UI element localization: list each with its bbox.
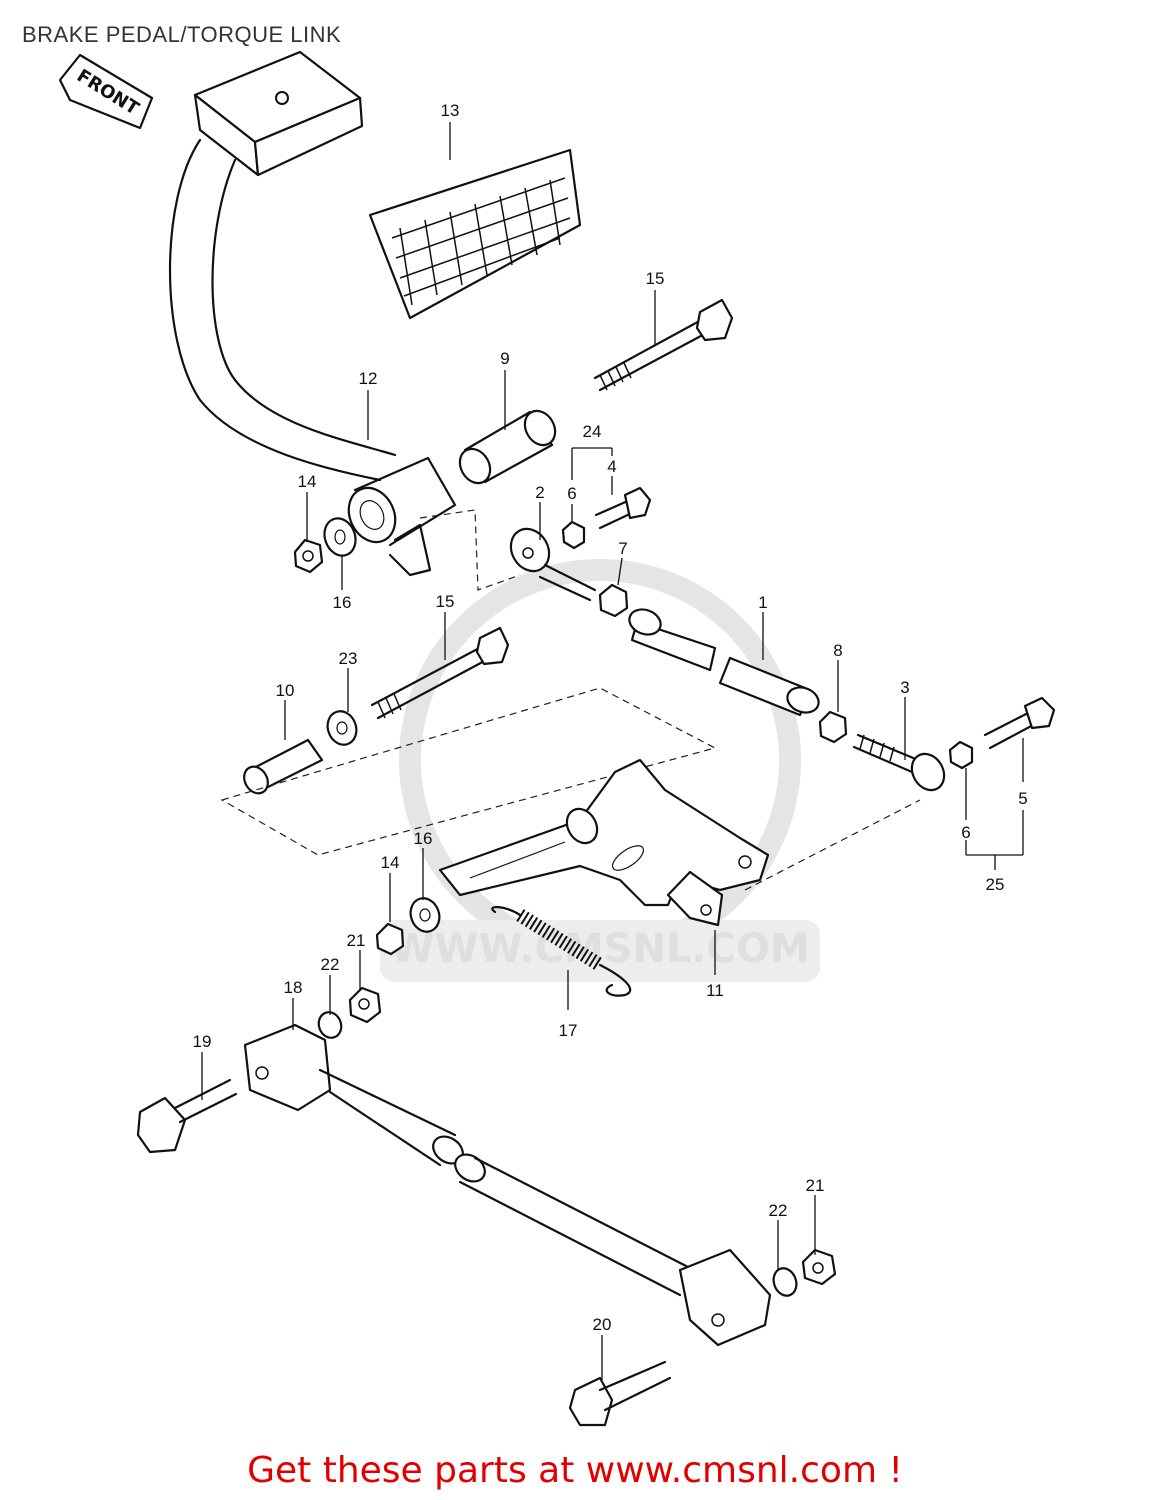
- callout: 25: [986, 875, 1005, 894]
- callout: 8: [833, 641, 842, 660]
- bolt-19: [136, 1078, 238, 1154]
- callout: 22: [321, 955, 340, 974]
- brake-lever-11: [438, 758, 770, 927]
- nut-21-left: [348, 986, 382, 1024]
- callout: 21: [347, 931, 366, 950]
- torque-link-rod: [243, 1023, 772, 1347]
- washer-16-lower: [409, 897, 441, 933]
- nut-8: [818, 710, 848, 744]
- callout: 22: [769, 1201, 788, 1220]
- callout: 16: [414, 829, 433, 848]
- callout: 16: [333, 593, 352, 612]
- pedal-rubber-pad: [368, 148, 582, 320]
- return-spring-17: [491, 906, 632, 997]
- callout: 14: [381, 853, 400, 872]
- nut-14-top: [293, 538, 324, 574]
- callout: 3: [900, 678, 909, 697]
- callout-leaders: [201, 122, 1024, 1380]
- brake-pedal-arm: [169, 50, 457, 577]
- bolt-15-middle: [370, 626, 510, 720]
- callout: 15: [646, 269, 665, 288]
- nut-14-lower: [375, 922, 405, 956]
- callout: 21: [806, 1176, 825, 1195]
- nut-21-right: [801, 1248, 837, 1286]
- washer-16-top: [323, 517, 357, 557]
- callout: 14: [298, 472, 317, 491]
- watermark: WWW.CMSNL.COM: [380, 559, 820, 982]
- bolt-20: [568, 1360, 672, 1427]
- bolt-5: [983, 696, 1056, 750]
- callout: 13: [441, 101, 460, 120]
- callout-labels: 13 15 12 9 24 4 14 2 6 7 16 1 15 23 8 10…: [193, 101, 1028, 1334]
- callout: 19: [193, 1032, 212, 1051]
- callout: 6: [961, 823, 970, 842]
- bolt-4: [594, 486, 652, 530]
- callout: 9: [500, 349, 509, 368]
- callout: 18: [284, 978, 303, 997]
- callout: 5: [1018, 789, 1027, 808]
- callout: 20: [593, 1315, 612, 1334]
- washer-22-right: [772, 1267, 798, 1297]
- callout: 4: [607, 457, 616, 476]
- callout: 6: [567, 484, 576, 503]
- callout: 23: [339, 649, 358, 668]
- callout: 17: [559, 1021, 578, 1040]
- callout: 15: [436, 592, 455, 611]
- washer-22-left: [317, 1011, 343, 1039]
- washer-23: [326, 710, 358, 746]
- collar-9: [458, 409, 557, 485]
- callout: 1: [758, 593, 767, 612]
- diagram-title: BRAKE PEDAL/TORQUE LINK: [22, 22, 342, 47]
- callout: 2: [535, 483, 544, 502]
- nut-6-right: [948, 740, 974, 770]
- nut-7: [598, 583, 629, 618]
- front-arrow-icon: FRONT: [58, 53, 154, 130]
- callout: 12: [359, 369, 378, 388]
- callout: 24: [583, 422, 602, 441]
- bolt-15-top: [593, 298, 734, 392]
- callout: 7: [618, 539, 627, 558]
- collar-10: [243, 738, 324, 795]
- callout: 10: [276, 681, 295, 700]
- adjuster-bolt-3: [852, 733, 946, 792]
- promo-footer-link[interactable]: Get these parts at www.cmsnl.com !: [247, 1450, 903, 1491]
- callout: 11: [706, 981, 724, 1000]
- collar-1: [628, 608, 820, 717]
- assembly-guides: [220, 509, 921, 891]
- nut-6-top: [561, 520, 586, 550]
